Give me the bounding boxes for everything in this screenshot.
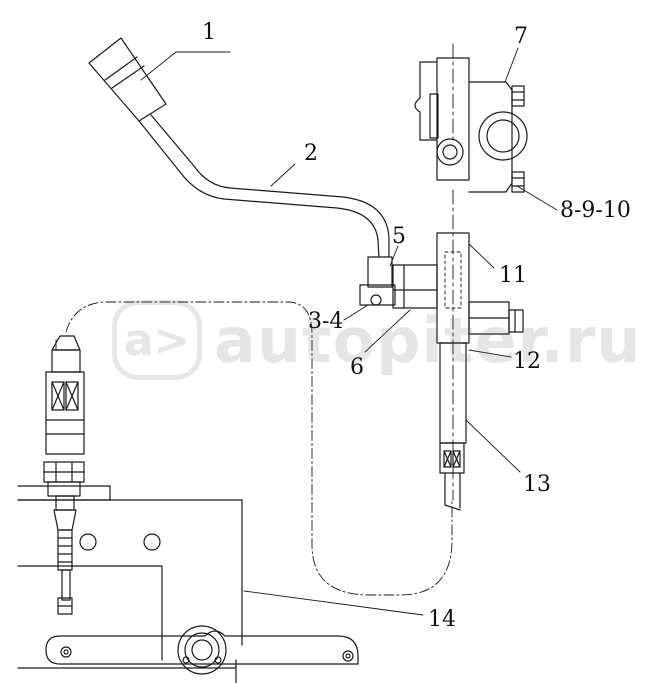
leader-lines (140, 47, 558, 616)
lever-knob (88, 37, 167, 122)
callout-6: 6 (350, 355, 364, 380)
mounting-clamp (414, 43, 528, 193)
callout-14: 14 (428, 607, 456, 632)
cable-end (439, 342, 467, 511)
cable-routing (55, 301, 453, 596)
threaded-cable-end (43, 335, 85, 615)
callout-11: 11 (499, 263, 527, 288)
callout-5: 5 (392, 224, 406, 249)
base-bracket (17, 485, 359, 683)
callout-1: 1 (202, 20, 216, 45)
callout-13: 13 (523, 472, 551, 497)
callout-2: 2 (304, 141, 318, 166)
callout-7: 7 (514, 24, 528, 49)
callout-8-9-10: 8-9-10 (560, 198, 631, 223)
callout-12: 12 (513, 349, 541, 374)
lever-arm (138, 114, 393, 288)
callout-3-4: 3-4 (308, 309, 344, 334)
